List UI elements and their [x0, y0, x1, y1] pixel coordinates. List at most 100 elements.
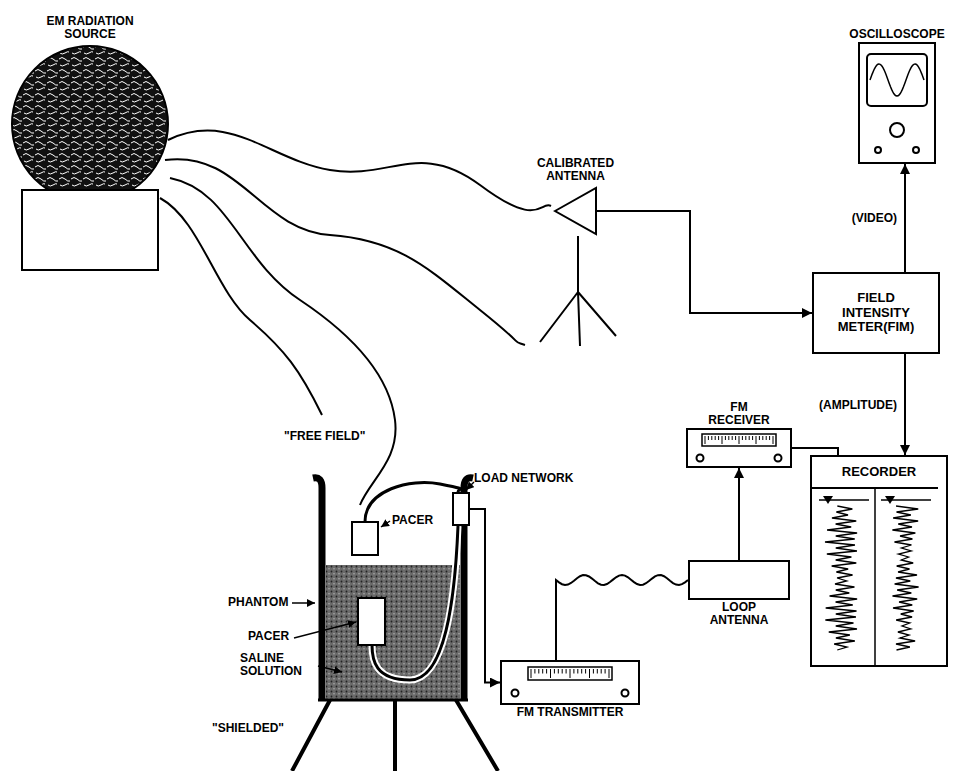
scale-tick: [728, 436, 729, 440]
oscilloscope: OSCILLOSCOPE: [858, 42, 936, 164]
recorder-divider: [874, 488, 876, 665]
recorder-trace: [825, 506, 857, 650]
stand-leg: [292, 700, 498, 771]
part-label: "FREE FIELD": [284, 430, 365, 443]
tuning-scale: [702, 434, 776, 446]
scale-tick: [725, 436, 726, 440]
scale-tick: [739, 436, 740, 444]
scope-knob: [875, 147, 881, 153]
scale-tick: [756, 436, 757, 444]
signal-connector: [904, 164, 906, 272]
node-label: LOOP ANTENNA: [699, 601, 779, 627]
node-label: FM TRANSMITTER: [515, 706, 625, 719]
pacer-free-field: [352, 522, 378, 555]
scale-tick: [711, 436, 712, 440]
node-label: RECORDER: [812, 457, 946, 480]
scale-tick: [585, 669, 586, 674]
source-base: [22, 190, 158, 270]
radiation-wave: [165, 159, 525, 345]
leader-line: [466, 482, 474, 490]
pacer-shielded: [358, 598, 385, 645]
signal-connector: [598, 211, 812, 313]
load-network: LOAD NETWORK: [452, 492, 470, 526]
scope-screen: [867, 54, 927, 106]
scale-tick: [597, 669, 598, 674]
scale-tick: [609, 669, 610, 678]
scale-tick: [722, 436, 723, 444]
recorder-pen: [885, 496, 895, 504]
phantom-wall: [313, 478, 473, 700]
scale-tick: [581, 669, 582, 674]
leader-line: [318, 666, 342, 672]
scale-tick: [566, 669, 567, 674]
scale-tick: [759, 436, 760, 440]
scale-tick: [562, 669, 563, 674]
node-label: FM RECEIVER: [703, 401, 775, 427]
node-label: LOAD NETWORK: [474, 472, 573, 485]
signal-connector: [792, 448, 838, 455]
scale-tick: [558, 669, 559, 674]
scale-tick: [762, 436, 763, 440]
leader-line: [381, 521, 390, 527]
leader-line: [292, 602, 315, 604]
scale-tick: [773, 436, 774, 444]
fm-transmitter: FM TRANSMITTER: [500, 660, 640, 705]
scale-tick: [769, 436, 770, 440]
tuning-scale: [528, 667, 612, 680]
antenna-outline: [553, 186, 598, 236]
scale-tick: [601, 669, 602, 674]
scale-tick: [593, 669, 594, 674]
node-label: OSCILLOSCOPE: [844, 28, 950, 41]
scale-tick: [766, 436, 767, 440]
node-label: FIELD INTENSITY METER(FIM): [828, 291, 924, 336]
scale-tick: [732, 436, 733, 440]
loop-antenna: LOOP ANTENNA: [688, 560, 790, 600]
recorder-pen: [823, 496, 833, 504]
control-knob: [697, 455, 704, 462]
leader-line: [294, 622, 356, 638]
scale-tick: [708, 436, 709, 440]
scale-tick: [742, 436, 743, 440]
scale-tick: [745, 436, 746, 440]
scale-tick: [715, 436, 716, 440]
signal-label: (VIDEO): [850, 211, 899, 225]
scale-tick: [550, 669, 551, 678]
scale-tick: [546, 669, 547, 674]
radiation-wave: [160, 198, 322, 415]
scale-tick: [749, 436, 750, 440]
scale-tick: [577, 669, 578, 674]
scale-tick: [752, 436, 753, 440]
signal-connector: [738, 468, 740, 560]
scope-trace: [870, 64, 924, 96]
part-label: "SHIELDED": [212, 722, 284, 735]
scale-tick: [554, 669, 555, 674]
horn-antenna: [555, 188, 598, 234]
scale-tick: [534, 669, 535, 674]
scale-tick: [718, 436, 719, 440]
signal-connector: [904, 354, 906, 455]
radiation-wave: [170, 178, 396, 505]
radiation-source: EM RADIATION SOURCE: [10, 44, 170, 272]
scale-tick: [573, 669, 574, 674]
field-intensity-meter: FIELD INTENSITY METER(FIM): [812, 272, 940, 354]
control-knob: [512, 690, 519, 697]
scale-tick: [735, 436, 736, 440]
scope-knob: [890, 123, 904, 137]
node-label: CALIBRATED ANTENNA: [526, 157, 626, 183]
radiation-sphere: [12, 46, 168, 202]
signal-connector: [470, 509, 500, 683]
antenna-tripod: [540, 236, 616, 346]
node-label: EM RADIATION SOURCE: [44, 15, 136, 41]
recorder: RECORDER: [810, 455, 948, 667]
fm-receiver: FM RECEIVER: [686, 428, 792, 468]
scale-tick: [605, 669, 606, 674]
scale-tick: [538, 669, 539, 674]
source-outline: [10, 44, 170, 272]
signal-label: (AMPLITUDE): [817, 398, 899, 412]
signal-connector: [556, 575, 688, 660]
scale-tick: [589, 669, 590, 678]
part-label: SALINE SOLUTION: [240, 652, 316, 678]
scope-knob: [913, 147, 919, 153]
scale-tick: [531, 669, 532, 678]
recorder-trace: [892, 506, 918, 650]
